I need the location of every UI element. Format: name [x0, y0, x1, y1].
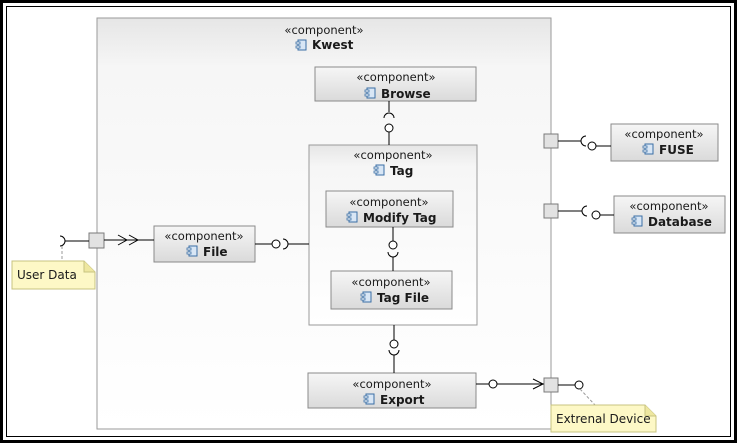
file-label: File — [203, 245, 228, 259]
component-icon — [295, 39, 307, 51]
component-tag-file[interactable]: «component» Tag File — [330, 270, 453, 310]
connector-export-port — [476, 378, 545, 390]
component-icon — [631, 215, 643, 227]
component-database[interactable]: «component» Database — [613, 195, 726, 234]
tag-file-label: Tag File — [377, 291, 429, 305]
tag-label: Tag — [390, 164, 413, 178]
modify-tag-stereotype: «component» — [349, 195, 428, 209]
component-icon — [186, 245, 198, 257]
database-stereotype: «component» — [629, 199, 708, 213]
component-fuse[interactable]: «component» FUSE — [610, 123, 719, 162]
component-icon — [364, 87, 376, 99]
kwest-label: Kwest — [312, 38, 354, 52]
connector-browse-tag — [383, 101, 395, 145]
note-external-device-text: Extrenal Device — [556, 412, 651, 426]
fuse-stereotype: «component» — [624, 127, 703, 141]
component-icon — [642, 143, 654, 155]
port-database[interactable] — [543, 203, 559, 219]
connector-database — [558, 205, 614, 220]
file-stereotype: «component» — [164, 229, 243, 243]
port-fuse[interactable] — [543, 133, 559, 149]
database-label: Database — [648, 215, 712, 229]
note-user-data-text: User Data — [17, 268, 77, 282]
tag-file-stereotype: «component» — [351, 275, 430, 289]
component-icon — [373, 164, 385, 176]
port-user-data[interactable] — [88, 232, 105, 249]
component-icon — [346, 211, 358, 223]
component-file[interactable]: «component» File — [153, 225, 256, 263]
tag-stereotype: «component» — [353, 148, 432, 162]
note-external-device[interactable]: Extrenal Device — [550, 404, 657, 433]
export-label: Export — [380, 393, 425, 407]
component-modify-tag[interactable]: «component» Modify Tag — [325, 190, 454, 228]
connector-tag-export — [388, 325, 400, 373]
component-icon — [363, 393, 375, 405]
browse-stereotype: «component» — [356, 70, 435, 84]
connector-user-data — [59, 235, 89, 247]
note-anchor-external-device — [579, 388, 596, 406]
component-browse[interactable]: «component» Browse — [314, 66, 477, 102]
fuse-label: FUSE — [659, 143, 694, 157]
modify-tag-label: Modify Tag — [363, 211, 436, 225]
browse-label: Browse — [381, 87, 431, 101]
connector-fuse — [558, 135, 611, 151]
export-stereotype: «component» — [352, 377, 431, 391]
note-user-data[interactable]: User Data — [11, 260, 96, 290]
kwest-stereotype: «component» — [284, 23, 363, 37]
component-export[interactable]: «component» Export — [307, 372, 477, 409]
component-icon — [360, 291, 372, 303]
connector-file-tag — [255, 238, 309, 250]
connector-modifytag-tagfile — [387, 227, 399, 271]
connector-port-file — [104, 234, 154, 246]
connector-external-device — [558, 380, 584, 390]
port-external-device[interactable] — [543, 377, 559, 393]
